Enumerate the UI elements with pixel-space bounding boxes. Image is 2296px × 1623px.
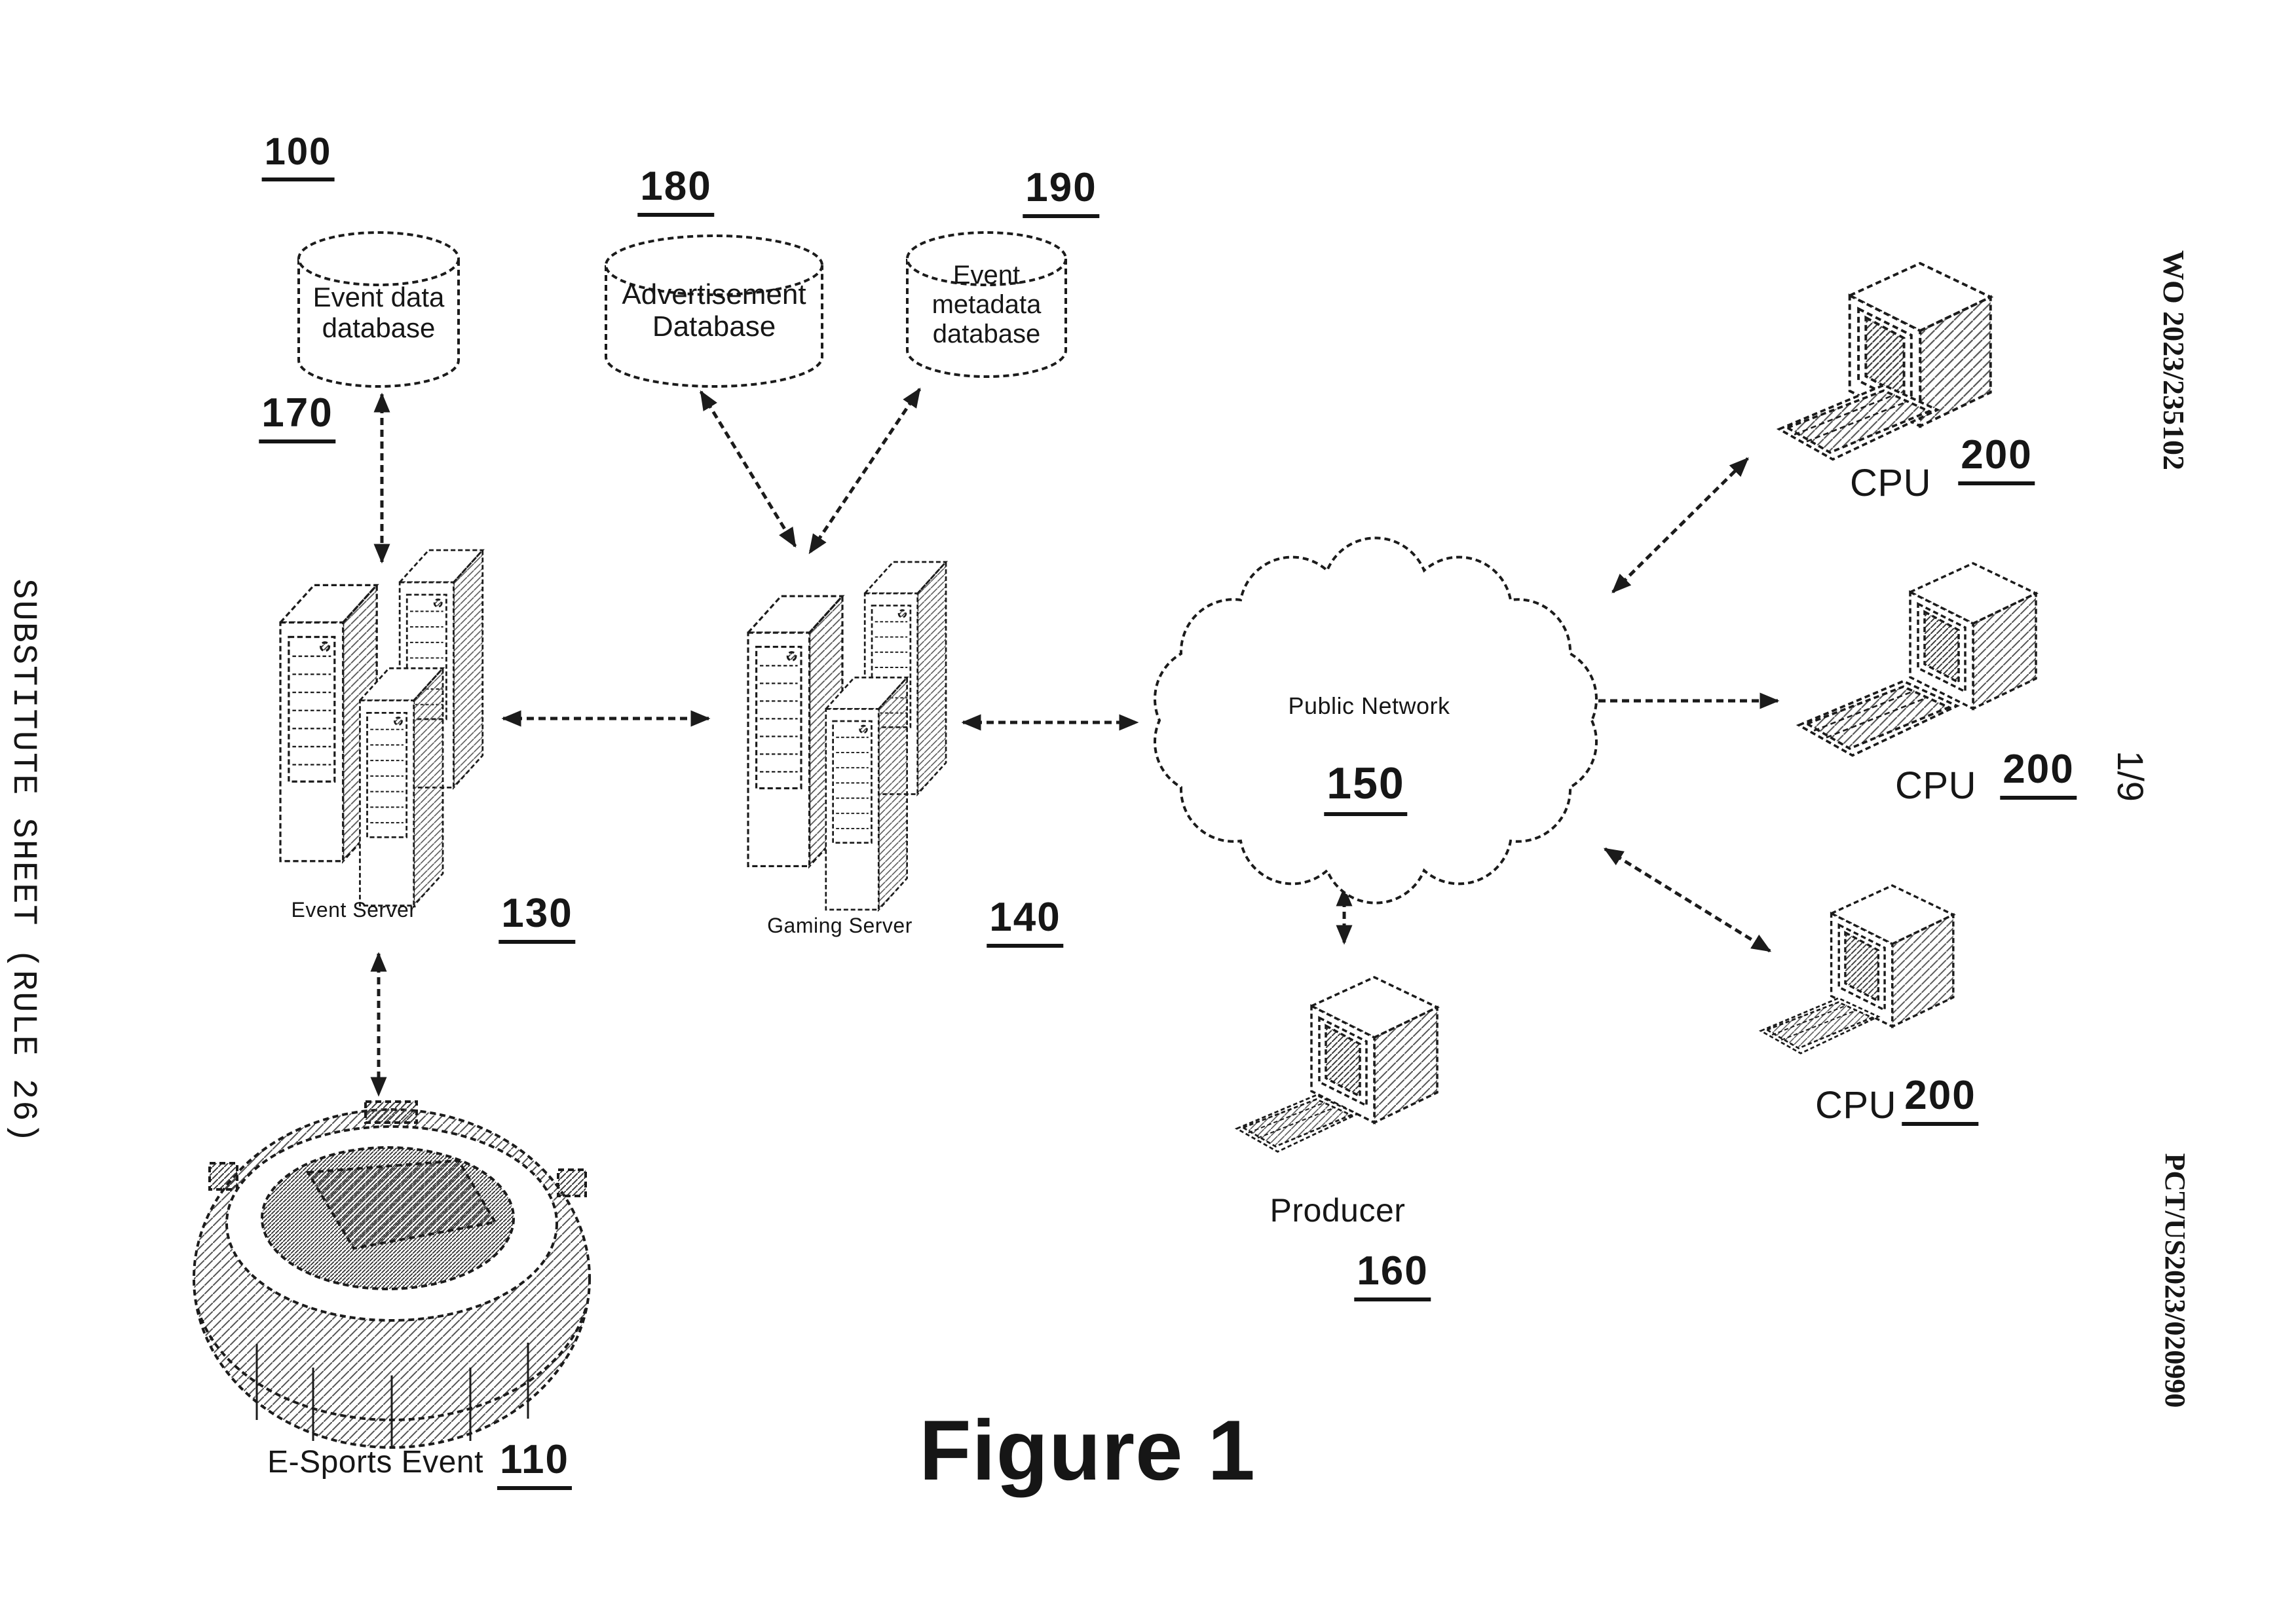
gaming-server-label: Gaming Server [767,914,913,937]
producer-computer [1235,976,1439,1153]
event-server-towers [280,550,483,906]
figure-title: Figure 1 [919,1402,1256,1498]
public-network-label: Public Network [1288,692,1450,719]
advertisement-database-label: Advertisement Database [622,278,806,343]
esports-stadium [193,1100,591,1449]
connectors [370,387,1780,1097]
event-metadata-database-ref-label: 190 [1023,165,1100,219]
connector-network-cpu-top [1611,457,1749,593]
event-server-ref: 130 [499,891,576,944]
producer-ref-label: 160 [1354,1248,1431,1302]
system-ref: 100 [261,130,335,181]
page-indicator: 1/9 [2110,751,2151,802]
cpu-bottom-ref-label: 200 [1902,1073,1979,1127]
cpu-middle-ref: 200 [2000,747,2077,800]
public-network-ref-label: 150 [1324,758,1408,817]
gaming-server-ref-label: 140 [987,895,1064,948]
esports-event-ref-label: 110 [497,1437,573,1491]
publication-number: WO 2023/235102 [2157,250,2191,471]
event-server-ref-label: 130 [499,891,576,944]
event-data-database-label: Event data database [312,282,445,344]
event-data-database-ref-label: 170 [259,390,336,444]
advertisement-database-ref-label: 180 [637,164,715,217]
cpu-top-ref: 200 [1958,432,2035,486]
public-network-ref: 150 [1324,758,1408,817]
public-network-cloud [1154,536,1598,905]
esports-event-ref: 110 [497,1437,573,1491]
cpu-computer-middle [1797,562,2037,757]
cpu-middle-label: CPU [1895,764,1976,807]
gaming-server-towers [748,562,946,910]
esports-event-label: E-Sports Event [267,1445,483,1480]
cpu-bottom-label: CPU [1815,1084,1896,1127]
application-number: PCT/US2023/020990 [2159,1153,2191,1408]
connector-addb-gamingserver [699,390,797,548]
event-metadata-database-ref: 190 [1023,165,1100,219]
cpu-top-ref-label: 200 [1958,432,2035,486]
event-metadata-database-cylinder [906,231,1067,378]
cpu-bottom-ref: 200 [1902,1073,1979,1127]
cpu-middle-ref-label: 200 [2000,747,2077,800]
event-data-database-cylinder [297,231,460,388]
advertisement-database-ref: 180 [637,164,715,217]
advertisement-database-cylinder [605,234,823,388]
connector-network-cpu-bottom [1603,847,1772,953]
substitute-sheet-footer: SUBSTITUTE SHEET (RULE 26) [4,578,43,1144]
producer-ref: 160 [1354,1248,1431,1302]
cpu-top-label: CPU [1850,462,1931,504]
event-data-database-ref: 170 [259,390,336,444]
cpu-computer-top [1778,262,1992,461]
gaming-server-ref: 140 [987,895,1064,948]
system-ref-label: 100 [261,130,335,181]
event-metadata-database-label: Event metadata database [932,261,1042,348]
cpu-computer-bottom [1760,884,1955,1054]
event-server-label: Event Server [291,898,417,922]
producer-label: Producer [1270,1192,1406,1229]
connector-metadb-gamingserver [808,387,922,555]
